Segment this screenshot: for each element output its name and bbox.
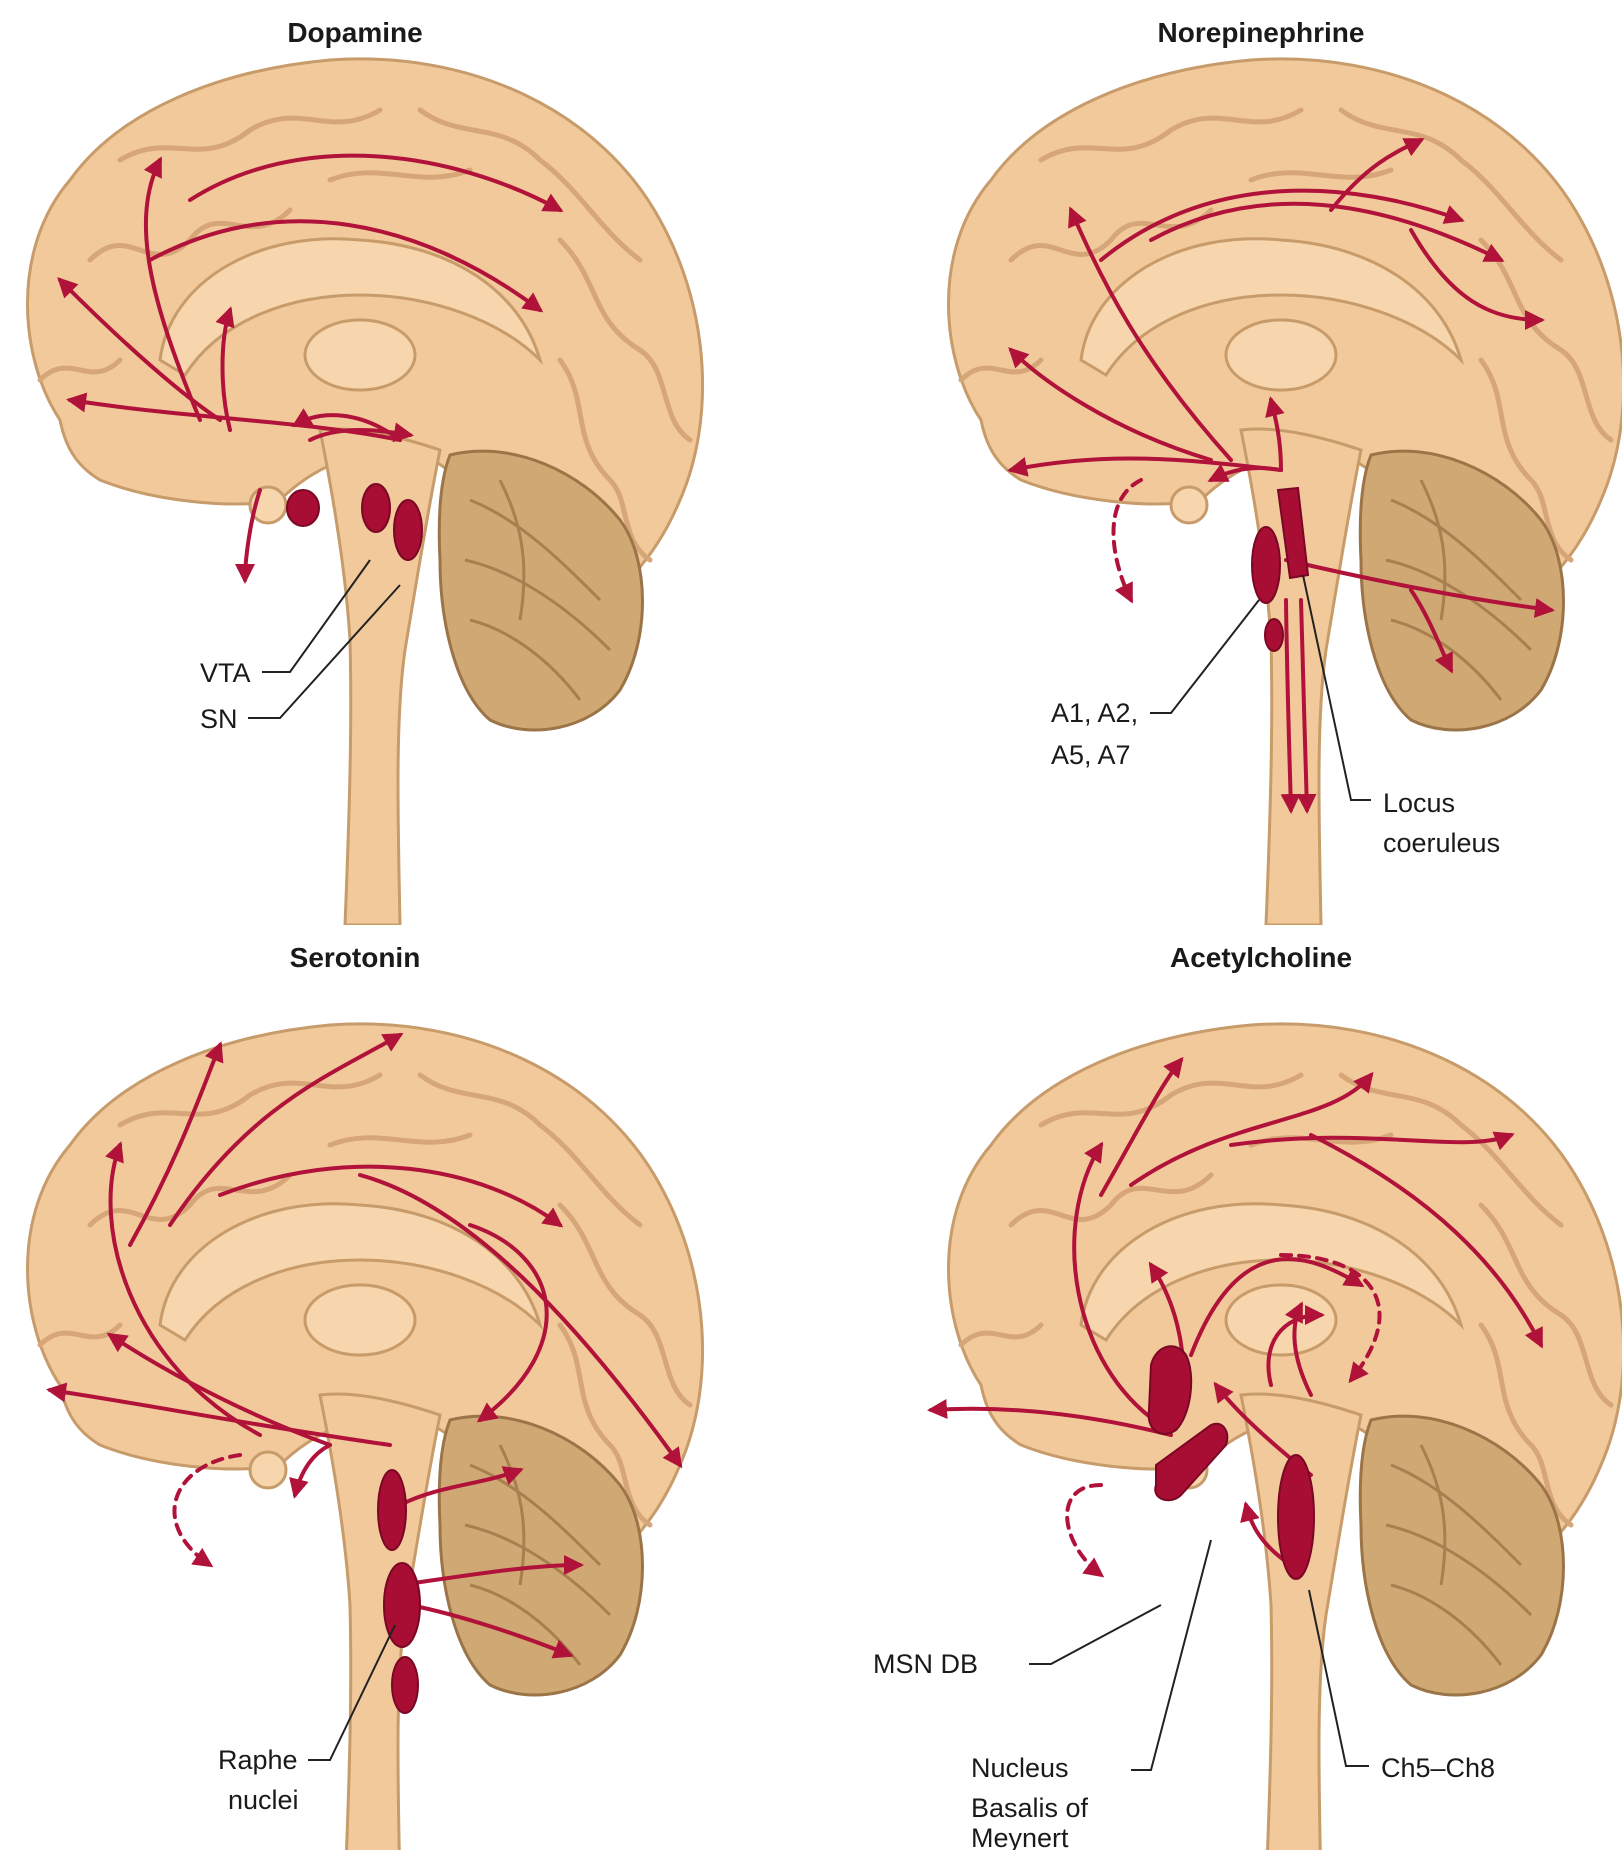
- panel-serotonin: Serotonin Raphe nuclei: [0, 925, 811, 1850]
- dopamine-diagram: Dopamine VTA SN: [0, 0, 811, 925]
- raphe-nucleus-upper: [378, 1470, 406, 1550]
- sn-nucleus: [394, 500, 422, 560]
- brain-illustration: [28, 1024, 703, 1850]
- a1-a2-a5-a7-nucleus-lower: [1265, 619, 1283, 651]
- brain-illustration: [949, 1024, 1622, 1850]
- ch5-ch8-label: Ch5–Ch8: [1381, 1753, 1495, 1783]
- a-group-label-line1: A1, A2,: [1051, 698, 1138, 728]
- acetylcholine-diagram: Acetylcholine MSN DB Nucleus Basalis of …: [811, 925, 1622, 1850]
- nucleus-basalis-label-line3: Meynert: [971, 1823, 1069, 1850]
- panel-acetylcholine: Acetylcholine MSN DB Nucleus Basalis of …: [811, 925, 1622, 1850]
- norepinephrine-diagram: Norepinephrine A1, A2, A5, A7 Locus coer…: [811, 0, 1622, 925]
- locus-coeruleus-label-line1: Locus: [1383, 788, 1455, 818]
- sn-label: SN: [200, 704, 238, 734]
- msn-db-leader-line: [1029, 1605, 1161, 1664]
- panel-title: Dopamine: [287, 17, 422, 48]
- raphe-label-line1: Raphe: [218, 1745, 298, 1775]
- panel-norepinephrine: Norepinephrine A1, A2, A5, A7 Locus coer…: [811, 0, 1622, 925]
- locus-coeruleus-label-line2: coeruleus: [1383, 828, 1500, 858]
- msn-db-label: MSN DB: [873, 1649, 978, 1679]
- vta-label: VTA: [200, 658, 251, 688]
- a-group-leader-line: [1150, 600, 1259, 713]
- a1-a2-a5-a7-nucleus: [1252, 527, 1280, 603]
- raphe-label-line2: nuclei: [228, 1785, 299, 1815]
- nucleus-marker: [287, 490, 319, 526]
- ch5-ch8-nucleus: [1278, 1455, 1314, 1579]
- serotonin-diagram: Serotonin Raphe nuclei: [0, 925, 811, 1850]
- panel-title: Serotonin: [290, 942, 421, 973]
- panel-title: Acetylcholine: [1170, 942, 1352, 973]
- nucleus-basalis-leader-line: [1131, 1540, 1211, 1770]
- panel-title: Norepinephrine: [1158, 17, 1365, 48]
- raphe-nucleus-lower: [392, 1657, 418, 1713]
- nucleus-basalis-label-line1: Nucleus: [971, 1753, 1069, 1783]
- nucleus-basalis-label-line2: Basalis of: [971, 1793, 1089, 1823]
- vta-nucleus: [362, 484, 390, 532]
- a-group-label-line2: A5, A7: [1051, 740, 1131, 770]
- panel-dopamine: Dopamine VTA SN: [0, 0, 811, 925]
